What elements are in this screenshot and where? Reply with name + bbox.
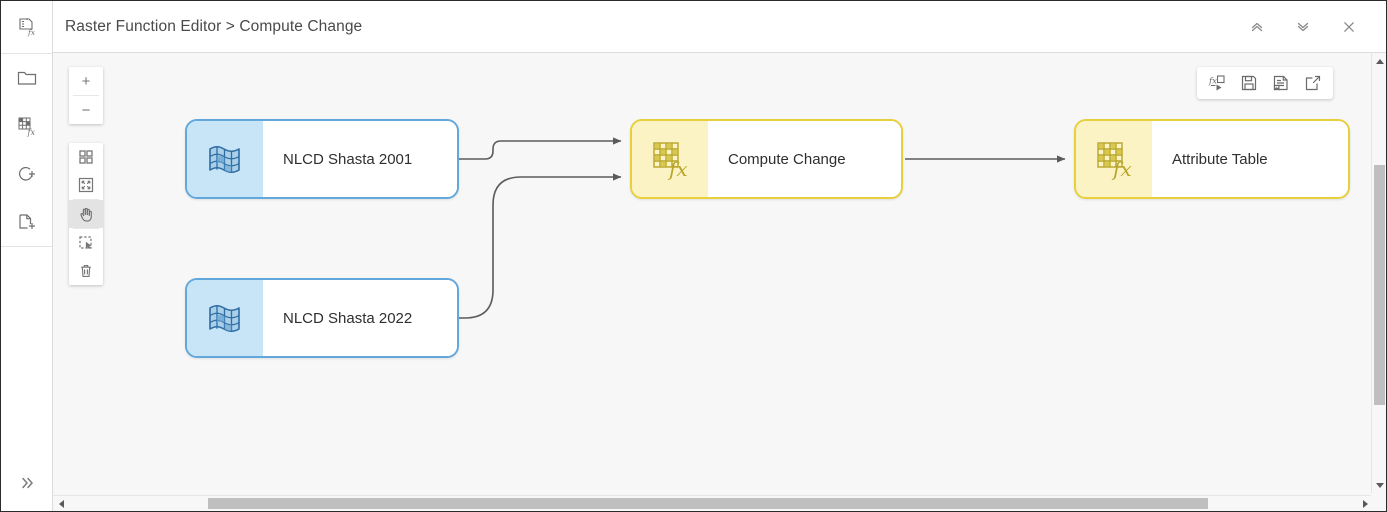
raster-function-fx-icon: fx xyxy=(1076,121,1152,197)
graph-node-compute-change[interactable]: fx Compute Change xyxy=(630,119,903,199)
chevron-double-down-icon[interactable] xyxy=(1280,4,1326,50)
raster-function-fx-icon: fx xyxy=(632,121,708,197)
zoom-in-button[interactable]: + xyxy=(69,67,103,95)
sidebar-item-raster-function[interactable]: fx xyxy=(1,102,53,150)
palette-divider xyxy=(73,228,99,229)
graph-node-nlcd-shasta-2001[interactable]: NLCD Shasta 2001 xyxy=(185,119,459,199)
svg-text:fx: fx xyxy=(667,157,688,181)
graph-node-label: Compute Change xyxy=(708,121,901,197)
close-icon[interactable] xyxy=(1326,4,1372,50)
title-bar-actions xyxy=(1234,4,1386,50)
graph-canvas[interactable]: NLCD Shasta 2001 NLCD Shasta 2022 xyxy=(53,53,1371,491)
zoom-palette: + − xyxy=(69,67,103,124)
left-sidebar-tools-group: fx xyxy=(1,54,52,247)
fit-extent-icon[interactable] xyxy=(69,171,103,199)
marquee-select-icon[interactable] xyxy=(69,229,103,257)
left-sidebar: fx fx xyxy=(1,1,53,511)
canvas-toolbar: fx xyxy=(1197,67,1333,99)
scroll-left-arrow[interactable] xyxy=(53,496,69,511)
tool-palette xyxy=(69,143,103,285)
chevron-double-up-icon[interactable] xyxy=(1234,4,1280,50)
raster-layer-icon xyxy=(187,280,263,356)
horizontal-scrollbar[interactable] xyxy=(53,495,1373,511)
vertical-scroll-thumb[interactable] xyxy=(1374,165,1385,405)
scroll-down-arrow[interactable] xyxy=(1372,477,1386,493)
palette-divider xyxy=(73,95,99,96)
sidebar-expand-button[interactable] xyxy=(1,463,53,503)
save-floppy-icon[interactable] xyxy=(1233,68,1265,98)
graph-node-label: Attribute Table xyxy=(1152,121,1348,197)
left-sidebar-app-group: fx xyxy=(1,1,52,54)
graph-canvas-viewport[interactable]: NLCD Shasta 2001 NLCD Shasta 2022 xyxy=(53,53,1386,511)
graph-node-attribute-table[interactable]: fx Attribute Table xyxy=(1074,119,1350,199)
grid-layout-icon[interactable] xyxy=(69,143,103,171)
export-share-icon[interactable] xyxy=(1297,68,1329,98)
sidebar-item-new-template[interactable] xyxy=(1,198,53,246)
edge-nlcd2022-to-compute xyxy=(459,173,622,319)
graph-node-label: NLCD Shasta 2001 xyxy=(263,121,457,197)
horizontal-scroll-thumb[interactable] xyxy=(208,498,1208,509)
scrollbar-corner xyxy=(1371,495,1386,511)
svg-text:fx: fx xyxy=(1111,157,1132,181)
raster-layer-icon xyxy=(187,121,263,197)
title-bar: Raster Function Editor > Compute Change xyxy=(53,1,1386,53)
scroll-right-arrow[interactable] xyxy=(1357,496,1373,511)
graph-node-label: NLCD Shasta 2022 xyxy=(263,280,457,356)
svg-text:fx: fx xyxy=(27,128,36,137)
fx-run-icon[interactable]: fx xyxy=(1201,68,1233,98)
edge-nlcd2001-to-compute xyxy=(459,137,622,160)
svg-text:fx: fx xyxy=(1208,77,1217,87)
document-properties-icon[interactable] xyxy=(1265,68,1297,98)
svg-text:fx: fx xyxy=(27,28,36,37)
trash-icon[interactable] xyxy=(69,257,103,285)
graph-node-nlcd-shasta-2022[interactable]: NLCD Shasta 2022 xyxy=(185,278,459,358)
page-title: Raster Function Editor > Compute Change xyxy=(65,17,363,35)
palette-divider xyxy=(73,199,99,200)
scroll-up-arrow[interactable] xyxy=(1372,53,1386,69)
sidebar-item-add-function[interactable] xyxy=(1,150,53,198)
zoom-out-button[interactable]: − xyxy=(69,96,103,124)
hand-pan-icon[interactable] xyxy=(69,200,103,228)
vertical-scrollbar[interactable] xyxy=(1371,53,1386,493)
sidebar-item-open[interactable] xyxy=(1,54,53,102)
raster-function-editor-icon[interactable]: fx xyxy=(1,1,53,53)
